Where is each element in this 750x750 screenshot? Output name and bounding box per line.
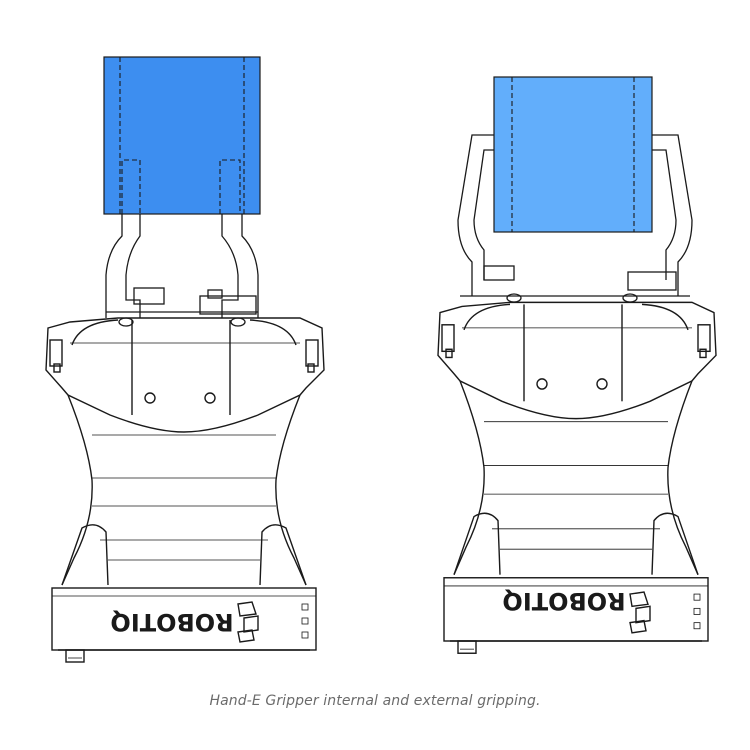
right-gripped-object <box>493 76 653 233</box>
left-brand-label: ROBOTIQ <box>110 608 233 636</box>
left-gripper: ROBOTIQ <box>45 56 325 663</box>
left-fingers <box>105 214 259 327</box>
left-gripped-object <box>103 56 261 215</box>
right-gripper: ROBOTIQ <box>437 76 717 654</box>
figure-caption: Hand-E Gripper internal and external gri… <box>209 693 541 709</box>
right-brand-label: ROBOTIQ <box>502 587 625 615</box>
